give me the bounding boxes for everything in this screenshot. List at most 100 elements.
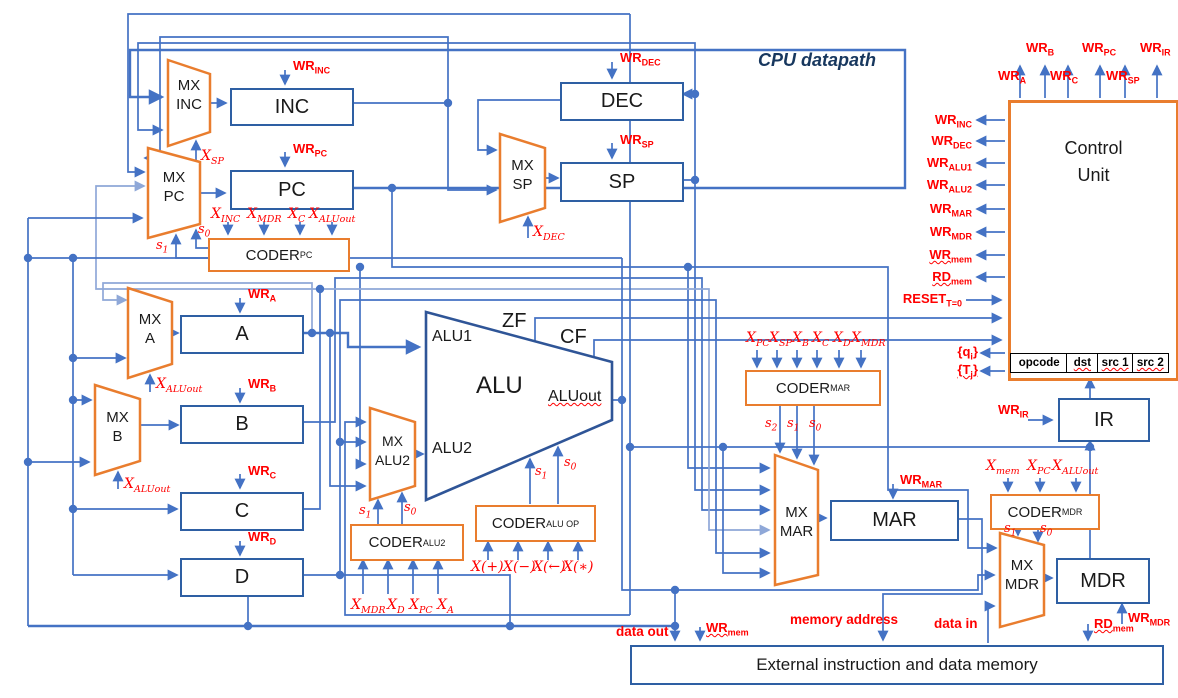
signal-op-add: X(+) [471, 559, 504, 575]
select-s1-mxpc: s1 [156, 238, 169, 256]
select-s0-mxalu2: s0 [404, 500, 417, 518]
cu-pin-wr-mem: WRmem [929, 247, 972, 265]
cu-pin-wr-inc: WRINC [934, 112, 972, 130]
field-src2: src 2 [1131, 353, 1169, 373]
cu-pin-wr-a: WRA [998, 68, 1027, 86]
register-sp: SP [560, 162, 684, 202]
alu-shape [424, 310, 614, 502]
signal-wr-c: WRC [248, 463, 277, 481]
signal-x-mem: Xmem [986, 458, 1020, 477]
signal-x-aluout-mxa: XALUout [156, 376, 203, 395]
cu-pin-wr-alu2: WRALU2 [926, 177, 972, 195]
cu-pin-wr-mdr: WRMDR [929, 224, 972, 242]
signal-wr-mar: WRMAR [900, 472, 943, 490]
mux-b-shape [93, 383, 142, 477]
zero-flag-label: ZF [502, 310, 527, 332]
signal-x-dec: XDEC [533, 224, 565, 243]
coder-mar-base: CODER [775, 379, 831, 397]
signal-wr-ir: WRIR [998, 402, 1029, 420]
register-pc: PC [230, 170, 354, 210]
signal-wr-sp: WRSP [620, 132, 654, 150]
alu-out-label: ALUout [548, 388, 602, 405]
cu-pin-q-signals: {qi} [957, 344, 978, 362]
coder-pc-base: CODER [245, 246, 300, 264]
register-c-label: C [234, 500, 250, 522]
cu-pin-t-signals: {Tj} [957, 362, 978, 380]
coder-alu-op-base: CODER [491, 515, 547, 532]
register-b: B [180, 405, 304, 444]
signal-x-mdr-codermar: XMDR [851, 330, 886, 349]
signal-x-pc-codermdr: XPC [1027, 458, 1051, 477]
mux-pc-shape [146, 146, 202, 240]
register-d-label: D [234, 566, 250, 588]
cu-pin-wr-dec: WRDEC [931, 133, 972, 151]
mux-sp-shape [498, 132, 547, 224]
signal-op-mul: X(∗) [563, 559, 594, 575]
register-mar: MAR [830, 500, 959, 541]
register-c: C [180, 492, 304, 531]
coder-alu2-sub: ALU2 [422, 537, 446, 548]
signal-x-a-coderalu2: XA [437, 597, 454, 616]
signal-x-sp-codermar: XSP [769, 330, 792, 349]
alu-in2-label: ALU2 [432, 440, 473, 457]
label-wr-mem: WRmem [706, 620, 749, 638]
select-s0-mxmar: s0 [809, 416, 822, 434]
select-s0-mxpc: s0 [198, 222, 211, 240]
signal-x-d-coderalu2: XD [387, 597, 405, 616]
signal-wr-a: WRA [248, 286, 277, 304]
register-dec-label: DEC [600, 90, 644, 112]
cu-pin-rd-mem: RDmem [932, 269, 972, 287]
label-memory-address: memory address [790, 612, 899, 627]
coder-pc-sub: PC [299, 250, 313, 260]
signal-wr-inc: WRINC [293, 58, 331, 76]
register-a: A [180, 315, 304, 354]
external-memory-label: External instruction and data memory [756, 655, 1038, 674]
signal-x-d-codermar: XD [833, 330, 851, 349]
field-dst: dst [1066, 353, 1099, 373]
signal-x-sp: XSP [201, 148, 224, 167]
field-src1: src 1 [1096, 353, 1134, 373]
signal-x-mdr-coderpc: XMDR [247, 206, 282, 225]
signal-x-mdr-coderalu2: XMDR [351, 597, 386, 616]
cu-pin-wr-mar: WRMAR [929, 201, 972, 219]
alu-label: ALU [476, 372, 523, 399]
select-s1-mxmdr: s1 [1004, 521, 1017, 539]
coder-mdr-base: CODER [1007, 503, 1062, 521]
signal-x-inc: XINC [211, 206, 241, 225]
register-sp-label: SP [608, 170, 636, 193]
signal-wr-b: WRB [248, 376, 277, 394]
mux-mdr-shape [998, 531, 1046, 629]
select-s0-aluop: s0 [564, 455, 577, 473]
label-rd-mem: RDmem [1094, 616, 1134, 634]
mux-inc-shape [166, 58, 212, 148]
select-s2-mxmar: s2 [765, 416, 778, 434]
register-d: D [180, 558, 304, 597]
mux-mar-shape [773, 453, 820, 587]
signal-x-aluout-coderpc: XALUout [309, 206, 356, 225]
register-mar-label: MAR [872, 509, 917, 531]
signal-wr-pc: WRPC [293, 141, 328, 159]
mux-a-shape [126, 286, 174, 380]
select-s1-aluop: s1 [535, 464, 548, 482]
junction-dots [23, 89, 1095, 631]
select-s1-mxmar: s1 [787, 416, 800, 434]
coder-alu2-base: CODER [368, 534, 423, 551]
signal-x-pc-codermar: XPC [746, 330, 770, 349]
cu-pin-reset: RESETT=0 [902, 291, 962, 309]
register-dec: DEC [560, 82, 684, 121]
carry-flag-label: CF [560, 326, 587, 348]
cu-pin-wr-pc: WRPC [1082, 40, 1117, 58]
cu-pin-wr-alu1: WRALU1 [926, 155, 972, 173]
